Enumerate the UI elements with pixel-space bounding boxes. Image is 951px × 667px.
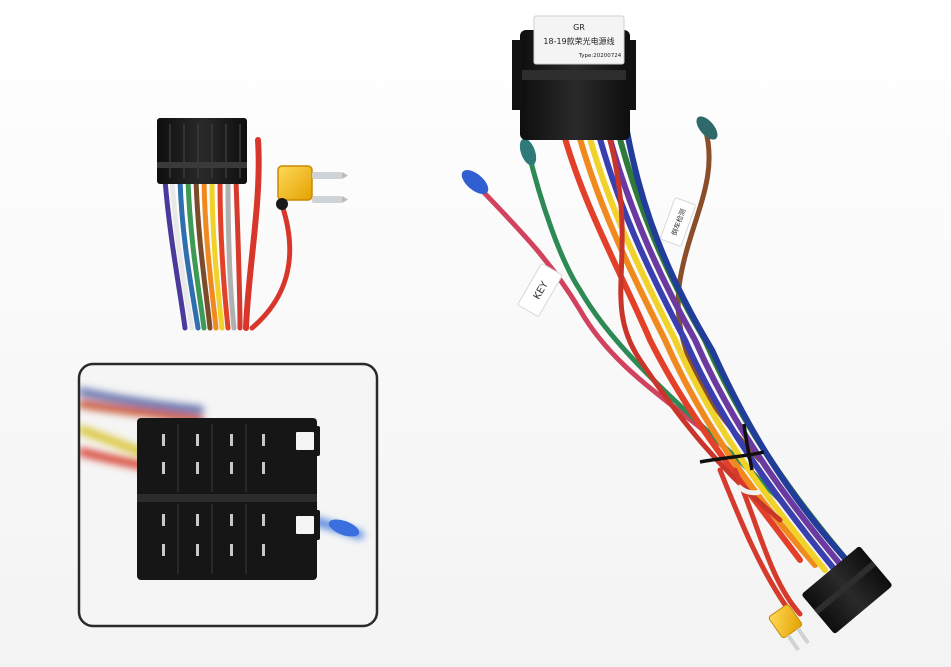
green-wire-tip [519,138,537,166]
teal-wire-tip [696,116,718,140]
blue-wire-tip [461,170,489,194]
key-tag: KEY [517,263,563,317]
small-fuse [276,165,348,210]
main-harness-wires [467,117,863,617]
header-label-line1: GR [573,23,585,32]
small-connector-band [157,162,247,168]
connector-header-label [533,15,625,65]
inset-border [77,362,379,628]
inset-panel [77,362,379,628]
small-connector-wires [162,137,293,331]
bottom-connector [802,546,892,634]
wire-tips [461,116,718,194]
small-connector-assembly [157,118,348,331]
main-connector: GR 18-19款荣光电源线 Type:20200724 [512,15,636,140]
iso-connector [137,418,360,580]
side-tag: 倒车检测 [660,197,696,247]
header-label-line3: Type:20200724 [578,53,622,59]
small-connector-ribs [169,124,241,178]
header-label-line2: 18-19款荣光电源线 [543,36,614,46]
bottom-fuse [768,604,810,652]
zip-ties [699,423,765,496]
